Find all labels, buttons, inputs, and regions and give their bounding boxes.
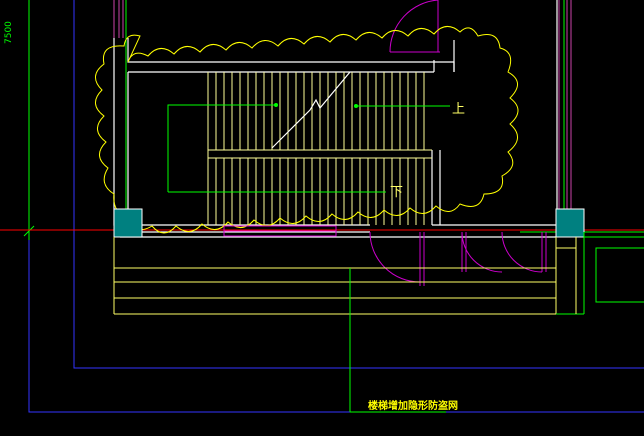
- column-left: [113, 208, 143, 238]
- stair-down-label: 下: [390, 185, 404, 200]
- stair-up-label: 上: [452, 102, 466, 117]
- stair-treads: [207, 72, 432, 225]
- stair-direction-arrows: [167, 104, 450, 193]
- column-right: [555, 208, 585, 238]
- annotation-leader: [349, 268, 446, 413]
- wall-lines-top: [113, 0, 572, 210]
- dimension-line: [23, 0, 35, 240]
- arrow-heads: [274, 103, 358, 108]
- revision-cloud: [95, 26, 519, 234]
- right-room-outline: [556, 232, 644, 315]
- door-swing-top: [389, 0, 440, 53]
- window-bottom: [223, 225, 337, 237]
- right-room-yellow: [556, 237, 577, 314]
- stair-break-line: [271, 71, 351, 149]
- door-swing-bottom: [369, 231, 547, 286]
- annotation-text: 楼梯增加隐形防盗网: [368, 401, 458, 412]
- stair-walls: [113, 0, 558, 238]
- dimension-text: 7500: [4, 21, 14, 44]
- floor-strips: [113, 237, 557, 315]
